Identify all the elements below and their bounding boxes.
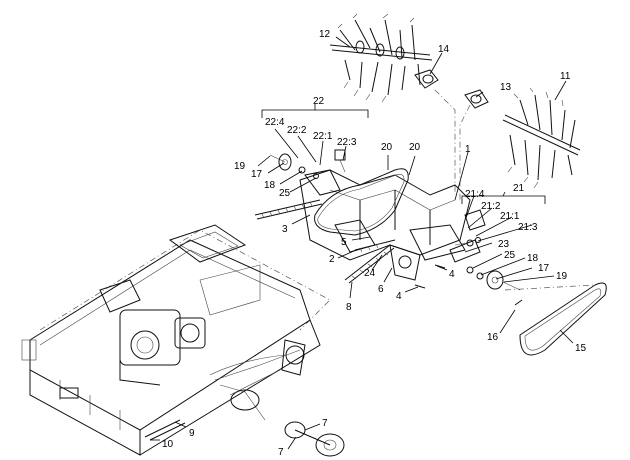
callout-20b: 20 [409, 142, 421, 153]
callout-21: 21 [513, 183, 525, 194]
callout-21-2: 21:2 [481, 201, 501, 212]
shaft-2 [354, 239, 396, 253]
callout-16: 16 [487, 332, 499, 343]
callout-14: 14 [438, 44, 450, 55]
callout-21-1: 21:1 [500, 211, 520, 222]
callout-13: 13 [500, 82, 512, 93]
upper-chain [314, 168, 409, 236]
lower-sprocket [284, 421, 345, 457]
callout-22-1: 22:1 [313, 131, 333, 142]
callout-19b: 19 [556, 271, 568, 282]
callout-labels: 1 2 3 4 4 5 6 7 7 8 9 10 11 12 13 14 15 … [162, 29, 587, 458]
callout-24: 24 [364, 268, 376, 279]
callout-7b: 7 [278, 447, 284, 458]
group-bracket-21 [461, 195, 546, 204]
callout-11: 11 [560, 71, 571, 82]
callout-21-4: 21:4 [465, 189, 485, 200]
left-sprocket-group [269, 149, 346, 196]
lower-shaft [144, 419, 186, 441]
callout-22-3: 22:3 [337, 137, 357, 148]
callout-5: 5 [341, 237, 347, 248]
callout-22-4: 22:4 [265, 117, 285, 128]
callout-8: 8 [346, 302, 352, 313]
tractor-frame [21, 224, 331, 456]
callout-17a: 17 [251, 169, 263, 180]
callout-21-3: 21:3 [518, 222, 538, 233]
callout-22: 22 [313, 96, 325, 107]
callout-18b: 18 [527, 253, 539, 264]
callout-25b: 25 [504, 250, 516, 261]
callout-1: 1 [465, 144, 471, 155]
callout-22-2: 22:2 [287, 125, 307, 136]
shaft-8 [344, 244, 395, 284]
callout-9: 9 [189, 428, 195, 439]
callout-15: 15 [575, 343, 587, 354]
tine-rotor-11 [459, 87, 581, 200]
central-housing [299, 169, 471, 281]
callout-6: 6 [378, 284, 384, 295]
callout-20a: 20 [381, 142, 393, 153]
callout-7a: 7 [322, 418, 328, 429]
callout-3: 3 [282, 224, 288, 235]
drive-chain-15 [504, 282, 607, 356]
leader-lines [150, 36, 574, 450]
callout-4a: 4 [449, 269, 455, 280]
callout-4b: 4 [396, 291, 402, 302]
tine-rotor-12 [329, 13, 456, 195]
callout-25a: 25 [279, 188, 291, 199]
callout-10: 10 [162, 439, 174, 450]
callout-19a: 19 [234, 161, 246, 172]
callout-17b: 17 [538, 263, 550, 274]
shaft-3 [254, 199, 323, 220]
callout-23: 23 [498, 239, 510, 250]
group-bracket-21-stem [502, 191, 506, 197]
callout-12: 12 [319, 29, 331, 40]
callout-2: 2 [329, 254, 335, 265]
callout-18a: 18 [264, 180, 276, 191]
